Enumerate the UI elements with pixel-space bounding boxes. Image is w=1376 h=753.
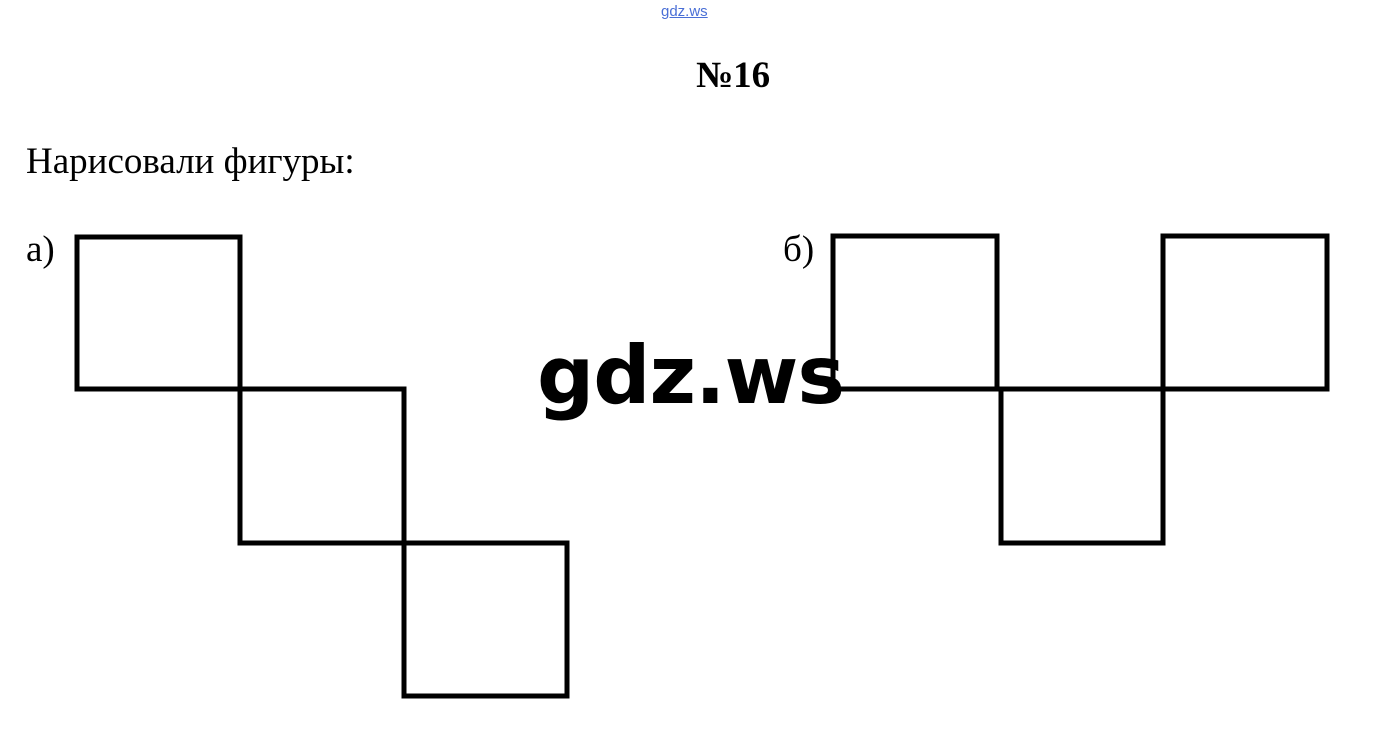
figure-a-square: [74, 234, 243, 392]
figure-a-square: [401, 540, 570, 699]
figure-a: [74, 234, 570, 699]
figure-b-square: [1160, 233, 1330, 392]
problem-number-heading: №16: [696, 55, 771, 96]
figure-b-square: [830, 233, 1000, 392]
figure-a-label: а): [26, 229, 55, 270]
figure-b-square: [998, 386, 1166, 546]
figure-b-label: б): [783, 229, 815, 270]
figure-a-square: [237, 386, 407, 546]
figure-b: [830, 233, 1330, 546]
source-link[interactable]: gdz.ws: [661, 3, 708, 20]
watermark-text: gdz.ws: [537, 329, 845, 422]
problem-intro-text: Нарисовали фигуры:: [26, 141, 355, 182]
